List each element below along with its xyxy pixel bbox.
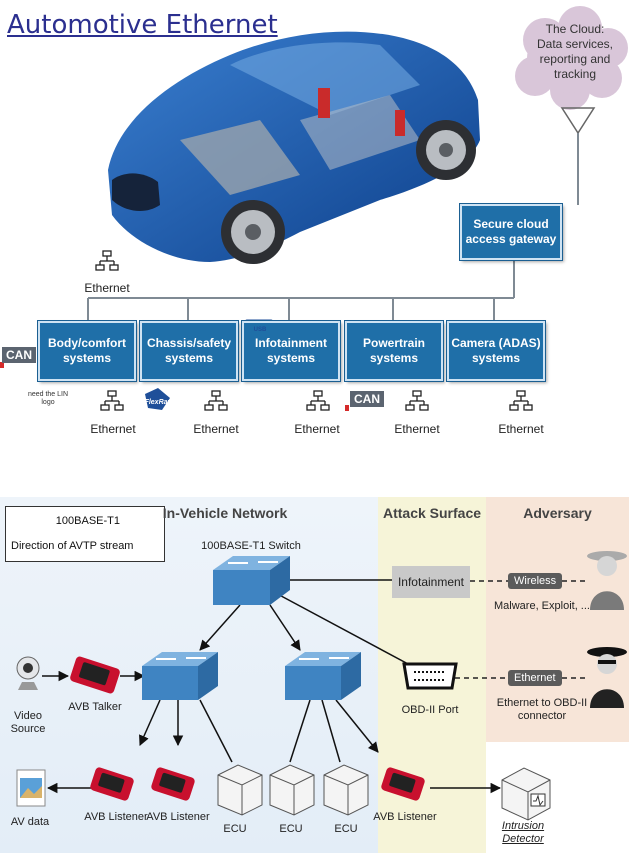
network-icon: [95, 250, 119, 271]
ethernet-label: Ethernet: [294, 422, 340, 436]
wireless-pill: Wireless: [508, 573, 563, 589]
ecu-icon: [323, 764, 369, 816]
camera-adas-box: Camera (ADAS)systems: [447, 321, 545, 381]
switch-right-icon: [285, 652, 361, 700]
ecu-label: ECU: [334, 823, 358, 835]
webcam-icon: [16, 656, 40, 690]
avb-talker-icon: [70, 656, 120, 694]
network-icon: [509, 390, 533, 411]
intrusion-detector-label: Intrusion Detector: [501, 820, 545, 845]
in-vehicle-header: In-Vehicle Network: [162, 505, 288, 521]
can-marker: [345, 405, 349, 411]
avb-listener-label: AVB Listener: [373, 811, 437, 823]
lin-note: need the LIN logo: [27, 391, 69, 406]
usb-label: USB: [253, 327, 267, 333]
antenna-icon: [560, 107, 596, 205]
avb-listener-icon: [90, 767, 134, 801]
legend-arrow-label: Direction of AVTP stream: [11, 540, 134, 552]
attack-links: [455, 580, 588, 679]
ethernet-label: Ethernet: [90, 422, 136, 436]
ethernet-label: Ethernet: [84, 281, 130, 295]
ethernet-attack-caption: Ethernet to OBD-II connector: [496, 697, 588, 722]
network-icon: [100, 390, 124, 411]
ecu-label: ECU: [223, 823, 247, 835]
cloud-shape: [515, 6, 628, 110]
network-icon: [405, 390, 429, 411]
can-marker: [0, 362, 4, 368]
cloud-label: The Cloud: Data services, reporting and …: [536, 22, 614, 81]
ecu-icon: [269, 764, 315, 816]
adversary-wireless-icon: [587, 551, 627, 610]
ethernet-label: Ethernet: [498, 422, 544, 436]
main-switch-icon: [213, 556, 290, 605]
wireless-caption: Malware, Exploit, ...: [494, 600, 590, 612]
can-badge: CAN: [350, 391, 384, 407]
attack-surface-header: Attack Surface: [382, 505, 482, 521]
avb-listener-label: AVB Listener: [84, 811, 148, 823]
av-data-icon: [16, 769, 46, 807]
ecu-icon: [217, 764, 263, 816]
flexray-logo: [145, 388, 170, 410]
avb-talker-label: AVB Talker: [68, 701, 122, 713]
network-icon: [204, 390, 228, 411]
switch-label: 100BASE-T1 Switch: [201, 540, 301, 552]
obd-port-label: OBD-II Port: [401, 704, 459, 716]
avb-listener-label: AVB Listener: [146, 811, 210, 823]
avb-listener-icon: [381, 767, 425, 801]
ecu-label: ECU: [279, 823, 303, 835]
video-source-label: Video Source: [10, 710, 46, 735]
ethernet-label: Ethernet: [193, 422, 239, 436]
switch-left-icon: [142, 652, 218, 700]
network-links: [42, 579, 502, 794]
can-badge: CAN: [2, 347, 36, 363]
intrusion-detector-icon: [501, 767, 551, 821]
flexray-label: FlexRay: [144, 399, 172, 406]
infotainment-target: Infotainment: [392, 566, 470, 598]
adversary-ethernet-icon: [587, 647, 627, 708]
avb-listener-icon: [151, 767, 195, 801]
ethernet-bus: [87, 259, 515, 322]
av-data-label: AV data: [10, 816, 50, 828]
ethernet-label: Ethernet: [394, 422, 440, 436]
network-icon: [306, 390, 330, 411]
obd-port-icon: [402, 662, 458, 690]
car-illustration: [108, 31, 480, 264]
legend-line-label: 100BASE-T1: [55, 515, 120, 527]
page-title: Automotive Ethernet: [7, 10, 278, 40]
legend: 100BASE-T1 Direction of AVTP stream: [5, 506, 165, 562]
adversary-header: Adversary: [523, 505, 592, 521]
ethernet-pill: Ethernet: [508, 670, 562, 686]
